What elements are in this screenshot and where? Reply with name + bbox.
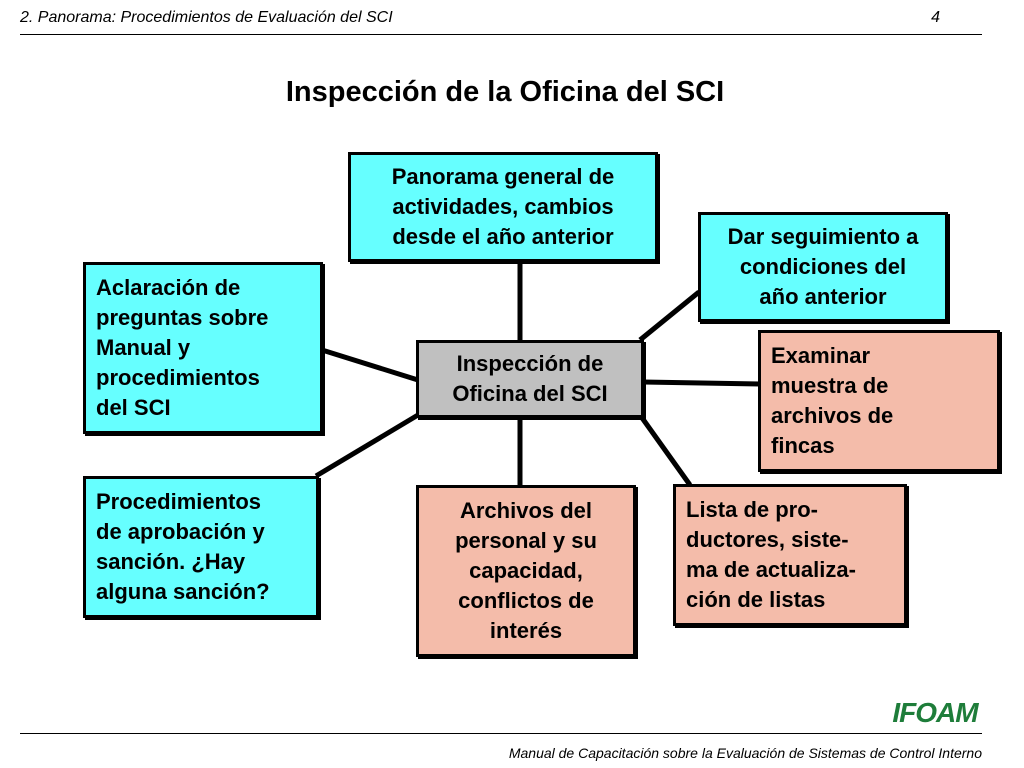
connector-left: [321, 347, 419, 383]
footer-manual-title: Manual de Capacitación sobre la Evaluaci…: [508, 745, 982, 761]
header-section-title: 2. Panorama: Procedimientos de Evaluació…: [20, 9, 393, 26]
connector-right: [642, 379, 761, 387]
node-producer-list: Lista de pro- ductores, siste- ma de act…: [673, 484, 907, 626]
node-approval-sanction: Procedimientos de aprobación y sanción. …: [83, 476, 319, 618]
connector-bottom-right: [637, 413, 693, 487]
connector-top-right: [638, 290, 701, 342]
page-title: Inspección de la Oficina del SCI: [285, 76, 725, 108]
node-follow-up-conditions: Dar seguimiento a condiciones del año an…: [698, 212, 948, 322]
node-examine-farm-files: Examinar muestra de archivos de fincas: [758, 330, 1000, 472]
node-staff-files: Archivos del personal y su capacidad, co…: [416, 485, 636, 657]
node-clarify-questions: Aclaración de preguntas sobre Manual y p…: [83, 262, 323, 434]
node-center-inspection: Inspección de Oficina del SCI: [416, 340, 644, 418]
page-number: 4: [931, 9, 940, 26]
footer-divider: [20, 733, 982, 734]
node-overview-activities: Panorama general de actividades, cambios…: [348, 152, 658, 262]
connector-bottom-left: [314, 412, 420, 479]
header-divider: [20, 34, 982, 35]
ifoam-logo-icon: IFOAM: [892, 697, 978, 728]
